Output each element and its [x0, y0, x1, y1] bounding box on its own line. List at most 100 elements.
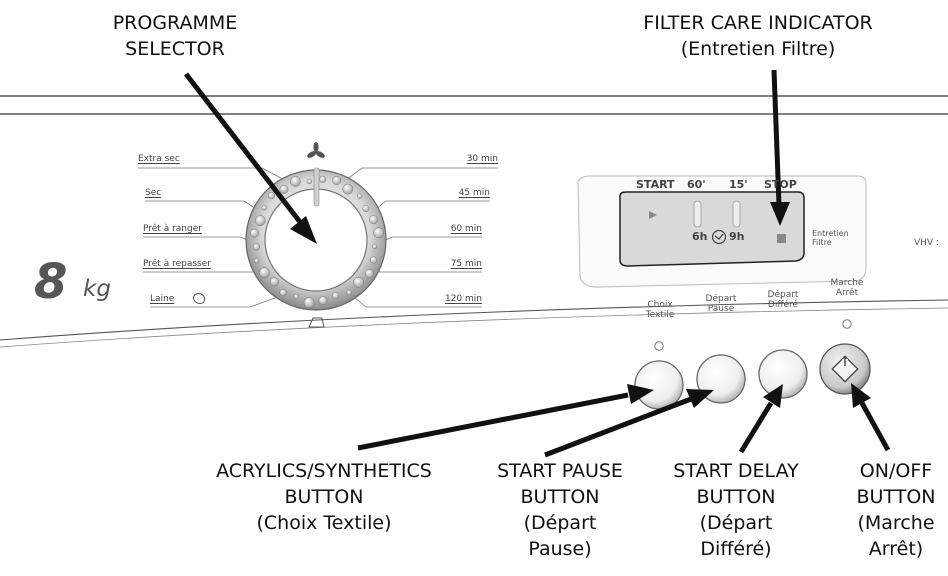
button-label-pause-line2: Pause	[707, 304, 735, 314]
button-label-depart-differe: Départ Différé	[760, 290, 806, 310]
dial-bubble	[371, 243, 378, 250]
dial-bubble	[362, 204, 370, 213]
display-bar-60	[693, 200, 702, 228]
display-header-start: START	[636, 178, 675, 191]
dial-label-60-min: 60 min	[450, 224, 482, 234]
dial-bubble	[293, 294, 299, 300]
callout-on-off-line2: BUTTON	[856, 486, 936, 508]
callout-acrylics-line2: BUTTON	[284, 486, 364, 508]
arrow-on-off	[859, 401, 891, 452]
dial-bubble	[254, 215, 266, 226]
arrow-programme-head	[290, 216, 317, 244]
callout-start-delay-line2: BUTTON	[696, 486, 776, 508]
callout-start-delay-line4: Différé)	[700, 538, 772, 560]
callout-filter-line2: (Entretien Filtre)	[680, 38, 836, 60]
button-label-choix-textile: Choix Textile	[638, 300, 682, 320]
dial-label-extra-sec: Extra sec	[138, 154, 180, 164]
callout-acrylics-button: ACRYLICS/SYNTHETICS BUTTON (Choix Textil…	[196, 458, 452, 536]
arrow-start-delay	[738, 401, 774, 454]
dial-label-laine: Laine	[150, 294, 175, 304]
dial-bubble	[290, 176, 301, 187]
callout-start-delay-line1: START DELAY	[673, 460, 799, 482]
dial-bubble	[261, 205, 267, 211]
callout-programme-selector: PROGRAMME SELECTOR	[60, 10, 290, 62]
dial-bubbles	[249, 175, 384, 308]
dial-label-75-min: 75 min	[450, 259, 482, 269]
callout-on-off-line1: ON/OFF	[859, 460, 933, 482]
arrow-programme	[184, 72, 302, 224]
callout-start-delay-button: START DELAY BUTTON (Départ Différé)	[656, 458, 816, 562]
dial-bubble	[269, 277, 279, 287]
dial-bubble	[279, 289, 287, 297]
wool-icon	[193, 293, 205, 304]
callout-on-off-line4: Arrêt)	[868, 538, 924, 560]
callout-start-pause-line4: Pause)	[528, 538, 592, 560]
callout-start-pause-line3: (Départ	[523, 512, 597, 534]
button-depart-differe	[758, 349, 808, 399]
dial-bubble	[306, 178, 312, 185]
callout-start-pause-line2: BUTTON	[520, 486, 600, 508]
button-label-choix-line1: Choix	[647, 300, 673, 310]
dial-bubble	[346, 289, 352, 296]
dial-bubble	[332, 292, 340, 300]
callout-filter-line1: FILTER CARE INDICATOR	[643, 12, 873, 34]
dial-bubble	[318, 296, 328, 306]
button-label-pause-line1: Départ	[705, 294, 737, 304]
button-label-choix-line2: Textile	[645, 310, 675, 320]
arrow-start-delay-head	[763, 384, 783, 408]
arrow-acrylics	[357, 392, 629, 451]
display-filter-label-1: Entretien	[812, 229, 849, 238]
dial-bubble	[279, 184, 289, 194]
arrow-start-pause-head	[686, 389, 714, 408]
button-choix-textile	[634, 360, 684, 410]
dial-bubble	[303, 297, 315, 308]
dial-bubble	[332, 176, 342, 185]
dial-bubble	[267, 192, 275, 200]
arrow-on-off-head	[851, 383, 871, 408]
display-delay-9h: 9h	[729, 230, 745, 243]
callout-on-off-line3: (Marche	[857, 512, 935, 534]
arrow-acrylics-head	[627, 384, 654, 404]
dial-label-30-min: 30 min	[466, 154, 498, 164]
arrow-filter	[771, 69, 782, 206]
callout-programme-line1: PROGRAMME	[112, 12, 238, 34]
dial-bubble	[353, 276, 364, 288]
button-label-marche-arret: Marche Arrêt	[824, 278, 870, 298]
callout-on-off-button: ON/OFF BUTTON (Marche Arrêt)	[848, 458, 944, 562]
dial-bubble	[319, 175, 327, 183]
arrow-filter-head	[770, 202, 790, 226]
callout-acrylics-line1: ACRYLICS/SYNTHETICS	[216, 460, 432, 482]
dial-bubble	[252, 243, 260, 251]
dial-bubble	[253, 258, 260, 264]
button-label-differe-line1: Départ	[767, 290, 799, 300]
display-header-15: 15'	[729, 178, 748, 191]
led-marche	[842, 319, 852, 329]
button-label-depart-pause: Départ Pause	[698, 294, 744, 314]
dial-bubble	[373, 227, 384, 239]
dial-label-pret-a-ranger: Prêt à ranger	[143, 224, 202, 234]
callout-acrylics-line3: (Choix Textile)	[256, 512, 392, 534]
display-delay-6h: 6h	[692, 230, 708, 243]
dial-label-sec: Sec	[145, 188, 162, 198]
iron-icon	[308, 317, 325, 328]
clock-icon	[711, 229, 727, 245]
callout-start-pause-button: START PAUSE BUTTON (Départ Pause)	[486, 458, 634, 562]
display-header-stop: STOP	[764, 178, 797, 191]
display-bar-15	[732, 200, 741, 228]
callout-programme-line2: SELECTOR	[125, 38, 225, 60]
display-header-60: 60'	[687, 178, 706, 191]
dial-bubble	[249, 228, 259, 238]
dial-bubble	[370, 256, 378, 264]
display-filter-label-2: Filtre	[812, 238, 832, 247]
panel-bottom-edge	[0, 299, 948, 341]
dial-bubble	[259, 267, 270, 278]
button-label-marche-line2: Arrêt	[835, 288, 859, 298]
callout-start-pause-line1: START PAUSE	[497, 460, 623, 482]
capacity-unit: kg	[83, 276, 111, 302]
dial-label-120-min: 120 min	[444, 294, 482, 304]
callout-filter-care: FILTER CARE INDICATOR (Entretien Filtre)	[608, 10, 908, 62]
power-diamond-icon	[831, 355, 859, 383]
model-label: VHV :	[914, 238, 939, 248]
led-choix	[654, 341, 664, 351]
